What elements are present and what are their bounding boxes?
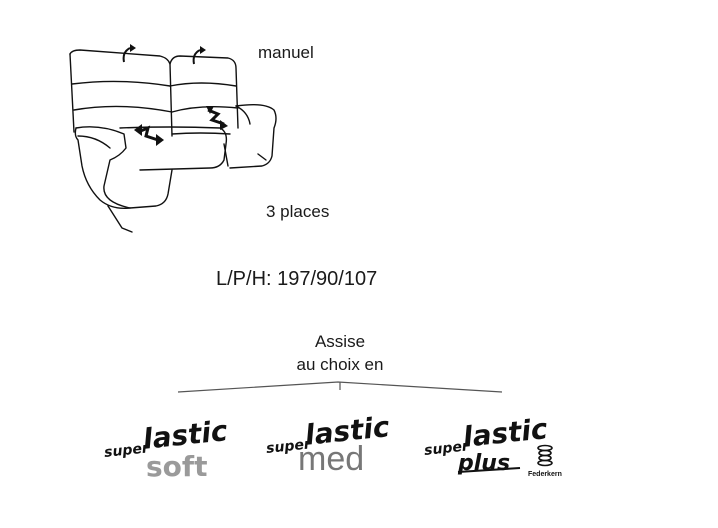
logo-variant-soft: soft <box>146 450 207 483</box>
logo-lastic-text: lastic <box>461 412 549 454</box>
superlastic-soft-logo: super lastic soft <box>103 414 229 483</box>
logo-variant-med: med <box>298 440 364 478</box>
superlastic-plus-logo: super lastic plus Federkern <box>423 412 562 478</box>
options-branch-lines <box>177 381 503 393</box>
mode-label: manuel <box>258 43 314 62</box>
logo-super-text: super <box>103 440 150 461</box>
logo-super-text: super <box>265 436 312 457</box>
seat-choice-heading: Assise au choix en <box>270 330 410 376</box>
logo-super-text: super <box>423 438 470 459</box>
superlastic-med-logo: super lastic med <box>265 410 391 478</box>
spring-icon <box>537 444 553 467</box>
seats-label: 3 places <box>266 202 330 221</box>
seat-choice-line2: au choix en <box>296 355 384 374</box>
logo-caption-federkern: Federkern <box>528 471 562 478</box>
sofa-illustration <box>69 44 277 233</box>
dimensions-label: L/P/H: 197/90/107 <box>216 268 378 290</box>
seat-choice-line1: Assise <box>314 332 366 351</box>
